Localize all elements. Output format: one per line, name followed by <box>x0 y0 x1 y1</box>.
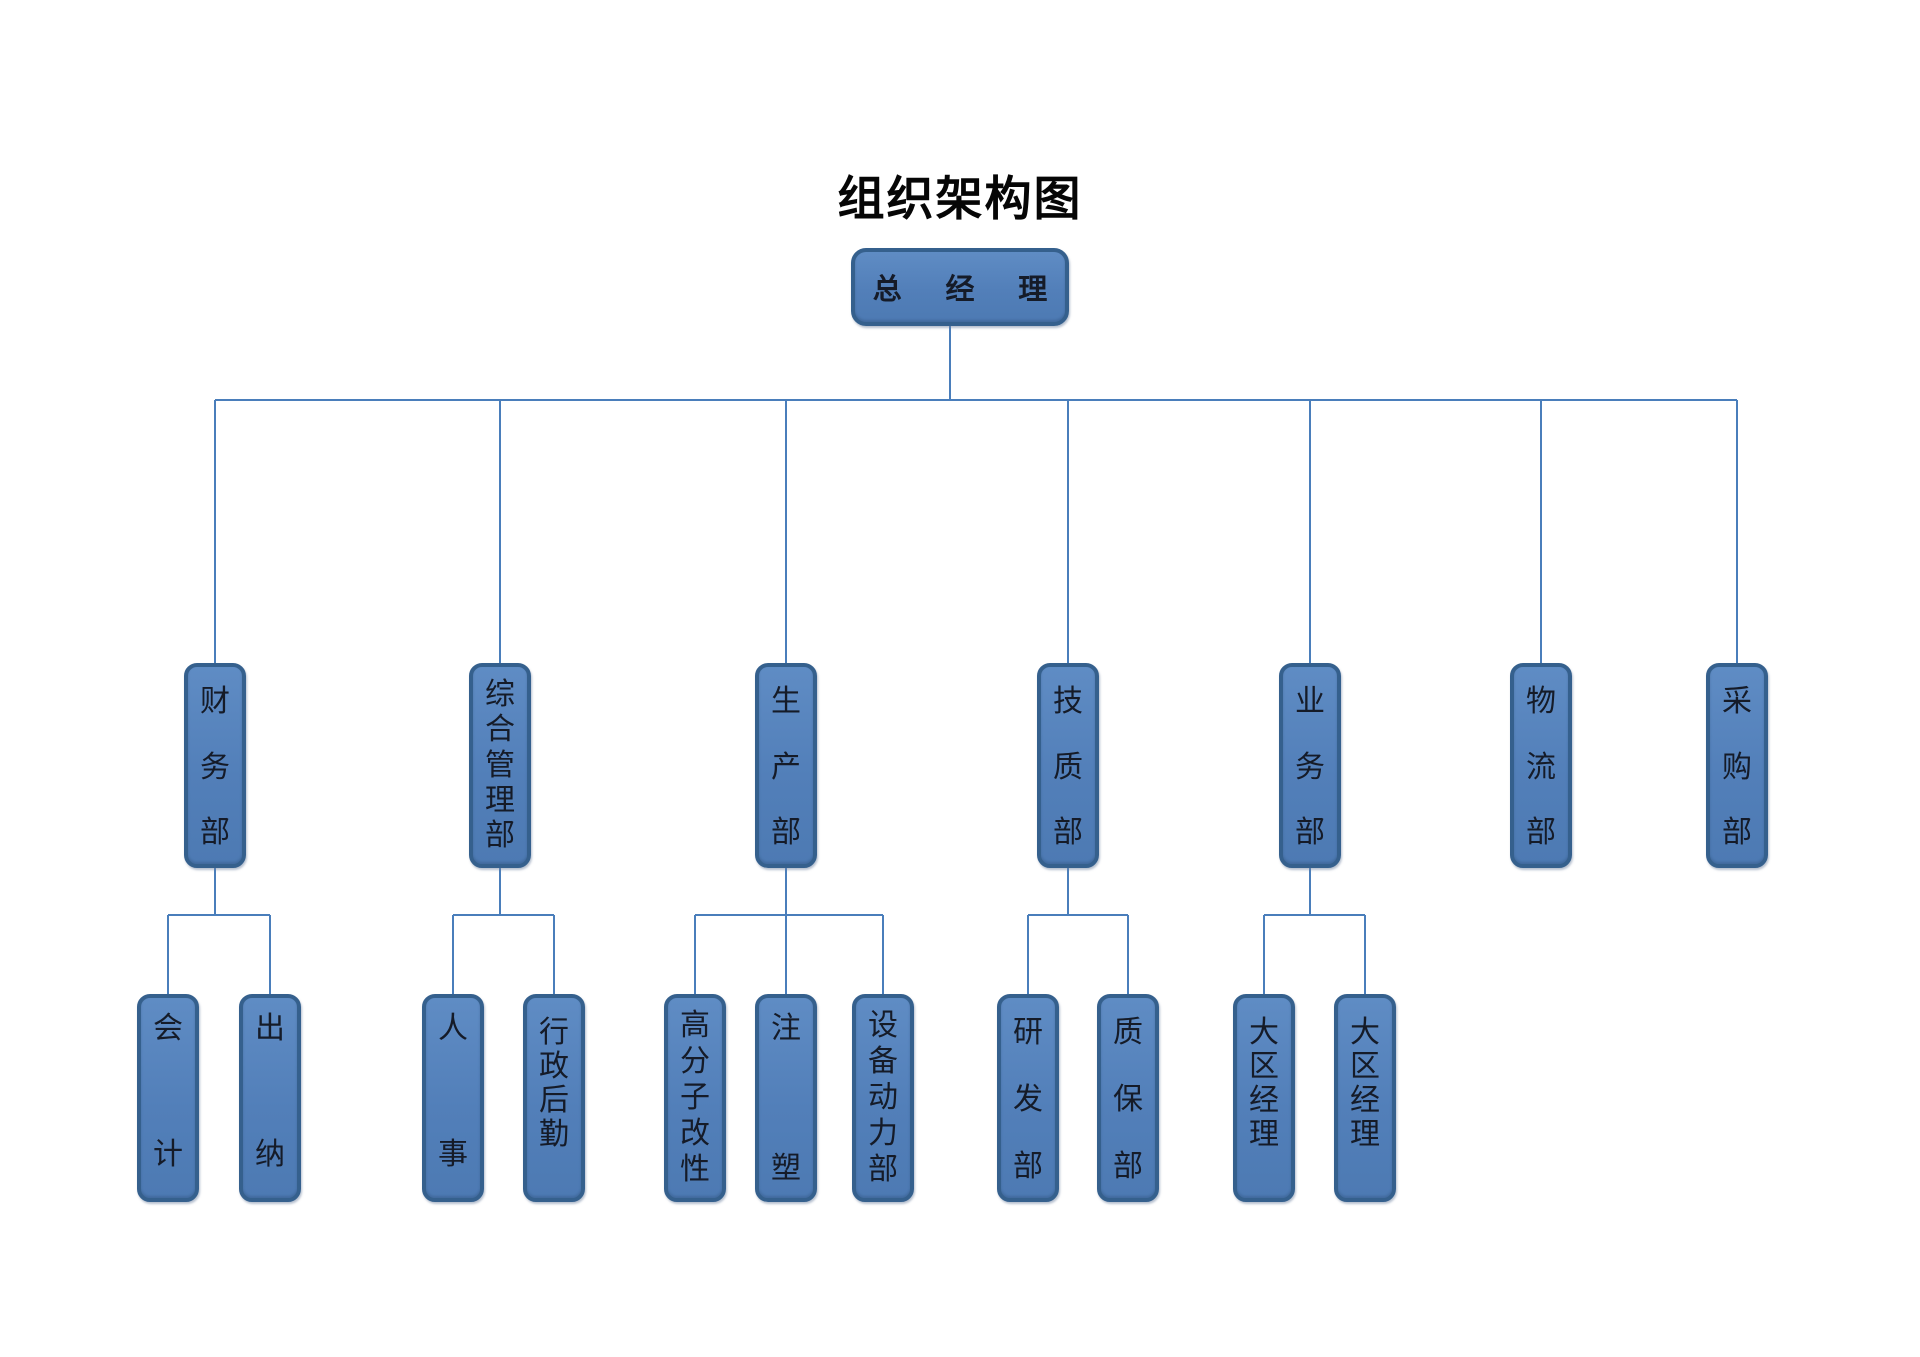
dept-business: 业务部 <box>1279 663 1341 868</box>
sub-regional-manager-2: 大区经理 <box>1334 994 1396 1202</box>
sub-rd: 研发部 <box>997 994 1059 1202</box>
dept-logistics: 物流部 <box>1510 663 1572 868</box>
page-title: 组织架构图 <box>837 172 1083 227</box>
dept-general-management: 综合管理部 <box>469 663 531 868</box>
sub-equipment-power: 设备动力部 <box>852 994 914 1202</box>
sub-polymer-modification: 高分子改性 <box>664 994 726 1202</box>
sub-hr: 人事 <box>422 994 484 1202</box>
sub-accounting: 会计 <box>137 994 199 1202</box>
dept-finance: 财务部 <box>184 663 246 868</box>
sub-regional-manager-1: 大区经理 <box>1233 994 1295 1202</box>
sub-cashier: 出纳 <box>239 994 301 1202</box>
sub-injection-molding: 注塑 <box>755 994 817 1202</box>
dept-tech-quality: 技质部 <box>1037 663 1099 868</box>
dept-purchasing: 采购部 <box>1706 663 1768 868</box>
sub-admin-logistics: 行政后勤 <box>523 994 585 1202</box>
node-general-manager: 总 经 理 <box>851 248 1069 326</box>
sub-qa: 质保部 <box>1097 994 1159 1202</box>
dept-production: 生产部 <box>755 663 817 868</box>
